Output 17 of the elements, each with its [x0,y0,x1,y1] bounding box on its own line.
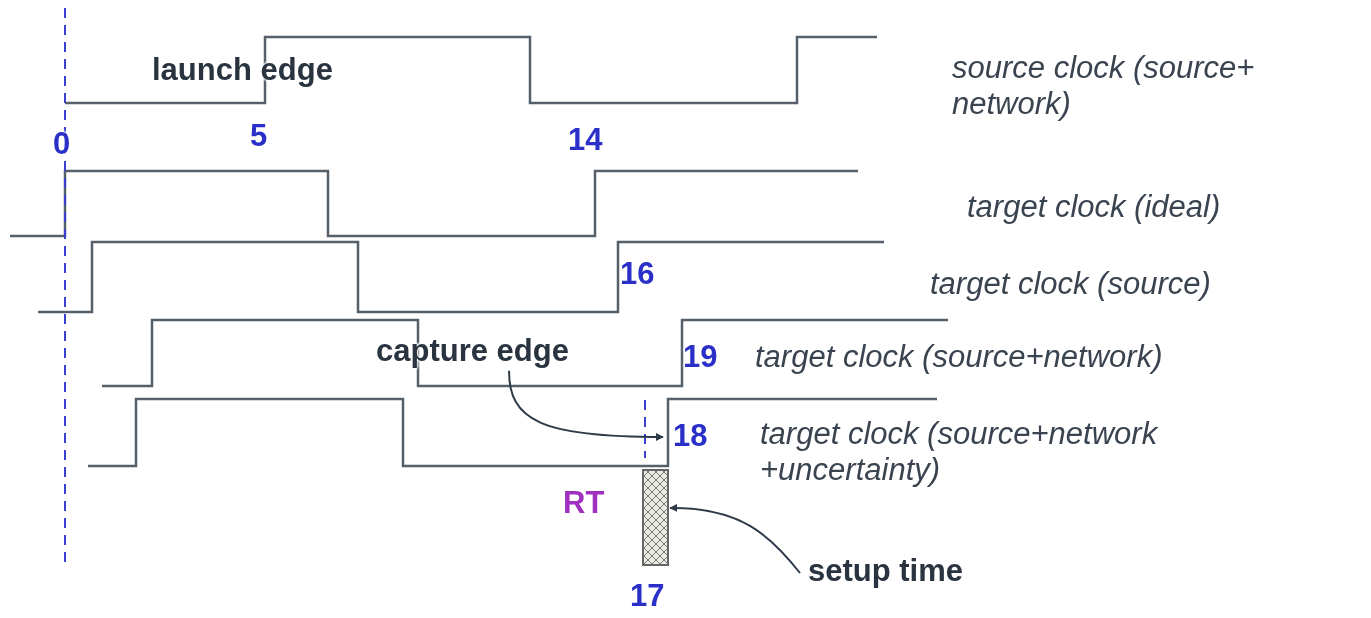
time-value: 17 [630,578,665,614]
leader-arrow [669,504,801,574]
time-value: 5 [250,118,268,154]
signal-label: target clock (source+network) [755,339,1163,375]
time-value: 16 [620,256,655,292]
rt-label: RT [563,485,605,521]
signal-label: source clock (source+ network) [952,50,1256,122]
time-value: 0 [53,126,71,162]
signal-label: target clock (ideal) [967,189,1221,225]
leader-arrow [508,369,664,441]
time-value: 19 [683,339,718,375]
time-value: 18 [673,418,708,454]
time-value: 14 [568,122,603,158]
signal-label: target clock (source+network +uncertainty) [760,416,1159,488]
setup-window [642,469,669,566]
annotation-text: setup time [808,553,964,589]
signal-label: target clock (source) [930,266,1211,302]
